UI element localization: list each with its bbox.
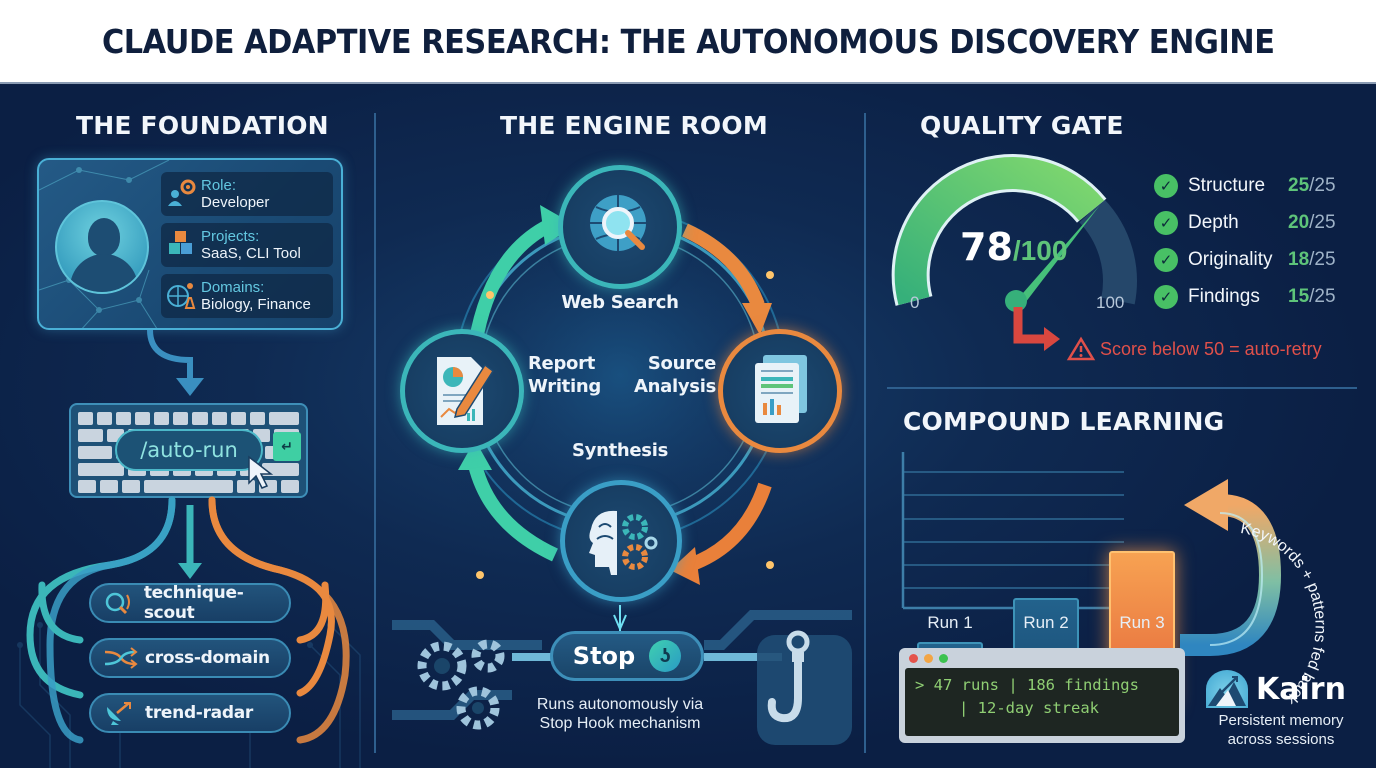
auto-retry-note: Score below 50 = auto-retry [1066, 336, 1322, 361]
agent-label: trend-radar [145, 703, 253, 723]
report-pencil-icon [437, 357, 495, 425]
profile-role-row: Role: Developer [161, 172, 333, 216]
search-signal-icon [103, 591, 136, 615]
projects-label: Projects: [201, 227, 260, 245]
window-controls [909, 654, 1179, 663]
stop-hook-caption: Runs autonomously via Stop Hook mechanis… [536, 696, 704, 733]
synthesis-label: Synthesis [571, 440, 669, 461]
check-icon: ✓ [1154, 210, 1178, 235]
page-title: CLAUDE ADAPTIVE RESEARCH: THE AUTONOMOUS… [101, 21, 1275, 61]
flow-arrow-card-to-keyboard [147, 329, 204, 396]
agent-technique-scout[interactable]: technique-scout [89, 583, 291, 623]
terminal-line-1: > 47 runs | 186 findings [915, 676, 1139, 694]
cubes-icon [161, 223, 201, 267]
profile-domains-row: Domains: Biology, Finance [161, 274, 333, 318]
compound-learning-title: COMPOUND LEARNING [903, 407, 1225, 436]
feedback-caption: Keywords + patterns fed back [1239, 520, 1329, 708]
domains-value: Biology, Finance [201, 296, 311, 313]
gauge-min-label: 0 [910, 293, 920, 312]
globe-flask-icon [161, 274, 201, 318]
mouse-cursor-icon [248, 455, 274, 489]
satellite-dish-icon [103, 701, 137, 725]
shuffle-icon [103, 646, 138, 670]
hook-badge-icon: ʖ [649, 640, 682, 672]
brain-gears-icon [589, 510, 658, 575]
infographic-canvas: THE FOUNDATION Role: Developer [0, 85, 1376, 768]
hook-icon [767, 630, 810, 723]
title-bar: CLAUDE ADAPTIVE RESEARCH: THE AUTONOMOUS… [0, 0, 1376, 84]
foundation-title: THE FOUNDATION [76, 111, 329, 140]
brand-tagline: Persistent memory across sessions [1218, 712, 1344, 748]
agent-label: technique-scout [143, 583, 244, 623]
documents-icon [755, 355, 807, 423]
check-icon: ✓ [1154, 247, 1178, 272]
criterion-depth: ✓ Depth 20/25 [1154, 204, 1336, 241]
check-icon: ✓ [1154, 173, 1178, 198]
quality-gauge [891, 154, 1137, 312]
criteria-list: ✓ Structure 25/25 ✓ Depth 20/25 ✓ Origin… [1154, 167, 1336, 315]
report-writing-label: Report Writing [528, 353, 601, 397]
divider-quality-learning [887, 387, 1357, 389]
divider-right [864, 113, 866, 753]
quality-gate-title: QUALITY GATE [920, 111, 1124, 140]
node-report-writing[interactable] [400, 329, 524, 453]
feedback-loop-arrow [1180, 479, 1282, 656]
criterion-structure: ✓ Structure 25/25 [1154, 167, 1336, 204]
kairn-brand: Kairn Persistent memory across sessions [1206, 670, 1356, 750]
role-value: Developer [201, 194, 270, 211]
agent-label: cross-domain [145, 648, 270, 668]
node-source-analysis[interactable] [718, 329, 842, 453]
globe-search-icon [590, 195, 646, 251]
network-pattern-decoration [39, 160, 170, 328]
brand-name: Kairn [1256, 671, 1346, 707]
domains-label: Domains: [201, 278, 265, 296]
bar-label-run-1: Run 1 [927, 613, 973, 632]
score-value: 78 [960, 225, 1013, 269]
stop-label: Stop [572, 642, 636, 670]
terminal-line-2: | 12-day streak [959, 699, 1099, 718]
auto-run-command[interactable]: /auto-run [115, 429, 263, 471]
score-max: /100 [1012, 235, 1068, 266]
criterion-findings: ✓ Findings 15/25 [1154, 278, 1336, 315]
profile-card: Role: Developer Projects: SaaS, CLI Tool… [37, 158, 343, 330]
enter-key-icon: ↵ [273, 432, 301, 461]
criterion-originality: ✓ Originality 18/25 [1154, 241, 1336, 278]
agent-cross-domain[interactable]: cross-domain [89, 638, 291, 678]
bar-chart-axes [901, 452, 1129, 610]
agent-trend-radar[interactable]: trend-radar [89, 693, 291, 733]
node-web-search[interactable] [558, 165, 682, 289]
divider-left [374, 113, 376, 753]
terminal-window: > 47 runs | 186 findings | 12-day streak [899, 648, 1185, 743]
maximize-dot-icon[interactable] [939, 654, 948, 663]
terminal-output: > 47 runs | 186 findings | 12-day streak [905, 668, 1179, 736]
close-dot-icon[interactable] [909, 654, 918, 663]
warning-icon [1066, 336, 1096, 361]
gears-icon [417, 639, 505, 730]
stop-hook-button[interactable]: Stop ʖ [550, 631, 704, 681]
source-analysis-label: Source Analysis [634, 353, 716, 397]
person-body-shape [70, 254, 138, 292]
branch-arrows-to-agents [26, 496, 350, 744]
person-head-shape [88, 218, 120, 256]
web-search-label: Web Search [561, 292, 679, 313]
kairn-mountain-logo-icon [1206, 670, 1248, 708]
node-synthesis[interactable] [560, 480, 682, 602]
check-icon: ✓ [1154, 284, 1178, 309]
bar-label-run-3: Run 3 [1119, 613, 1165, 632]
minimize-dot-icon[interactable] [924, 654, 933, 663]
developer-gear-icon [161, 172, 201, 216]
avatar [55, 200, 149, 294]
keyboard: /auto-run ↵ [69, 403, 308, 498]
gauge-max-label: 100 [1096, 293, 1125, 312]
engine-room-title: THE ENGINE ROOM [500, 111, 768, 140]
quality-score: 78/100 [960, 225, 1067, 269]
bar-label-run-2: Run 2 [1023, 613, 1069, 632]
projects-value: SaaS, CLI Tool [201, 245, 301, 262]
profile-projects-row: Projects: SaaS, CLI Tool [161, 223, 333, 267]
role-label: Role: [201, 176, 237, 194]
retry-arrow-icon [1013, 307, 1060, 351]
